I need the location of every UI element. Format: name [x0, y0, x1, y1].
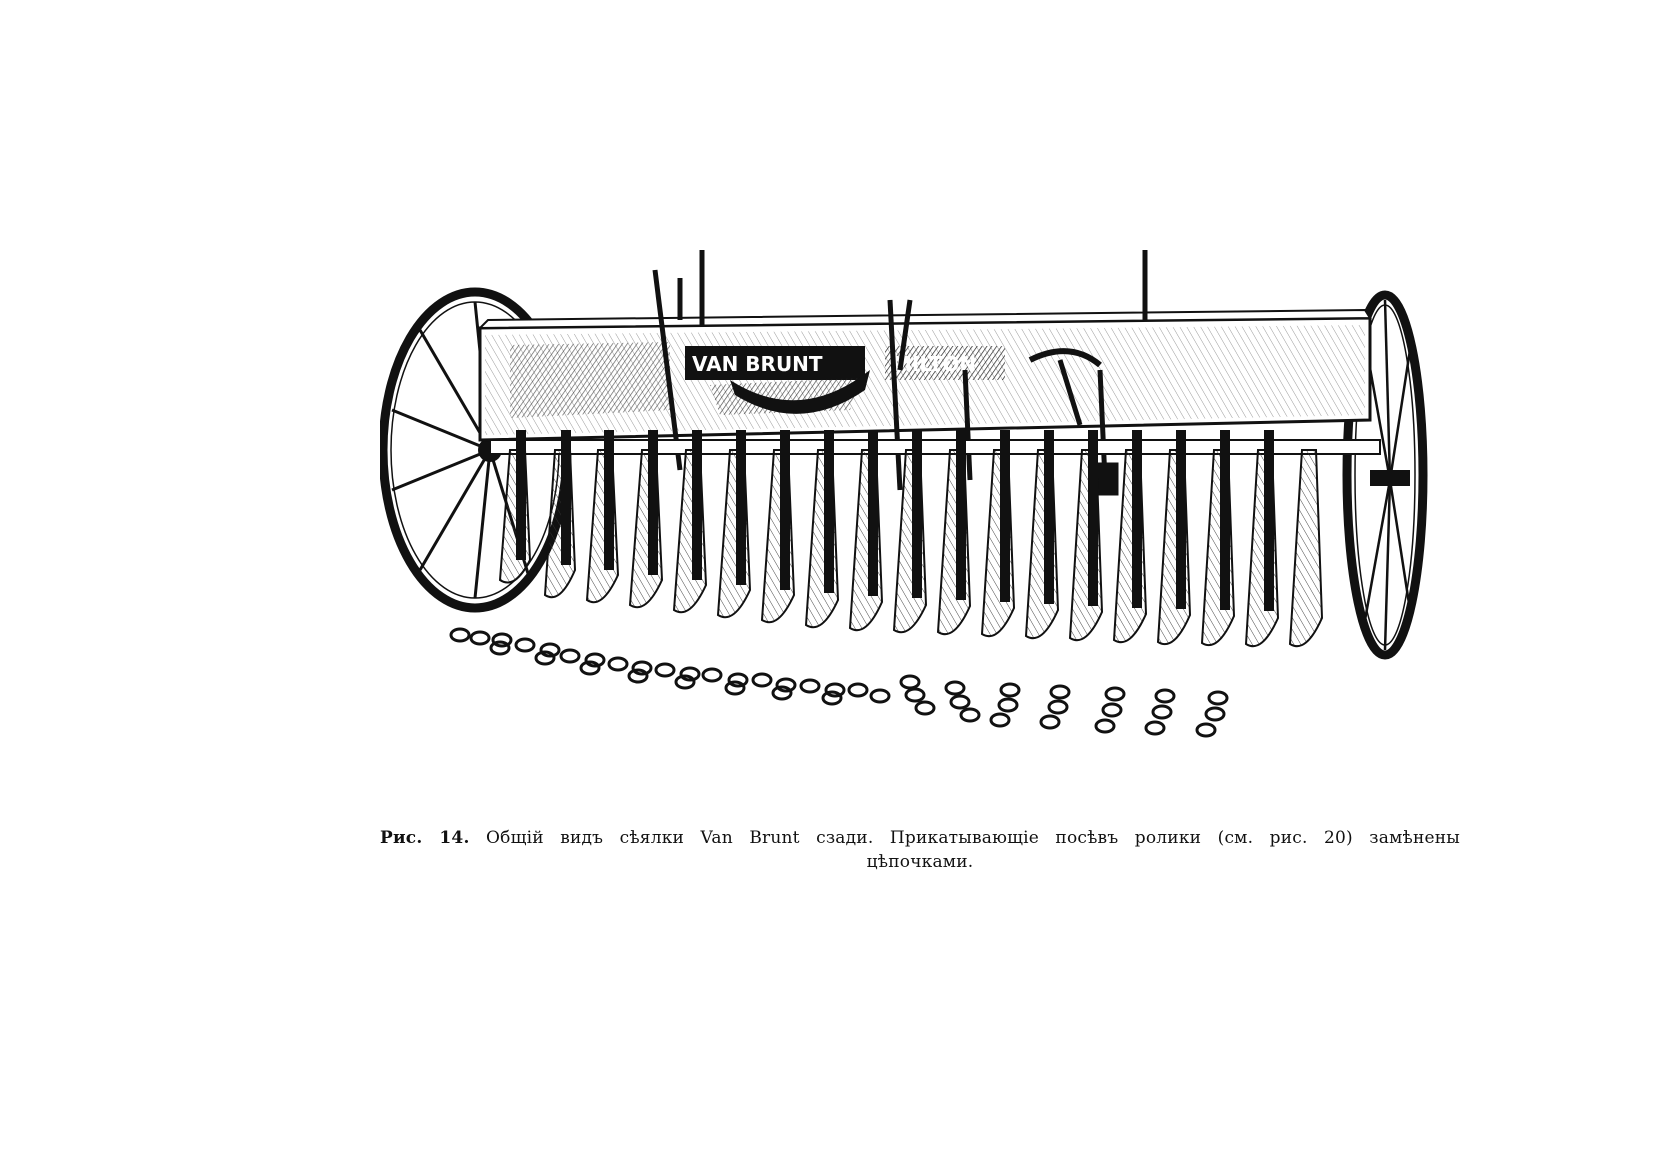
- hopper-lettering-right: MILTON: [892, 352, 976, 376]
- driver-seat: [730, 370, 870, 414]
- figure-number: Рис. 14.: [380, 828, 470, 848]
- seed-drill-drawing: VAN BRUNT MILTON: [380, 250, 1428, 738]
- caption-line-1: Рис. 14. Общій видъ сѣялки Van Brunt сза…: [380, 826, 1460, 850]
- seed-drill-illustration: VAN BRUNT MILTON: [380, 250, 1450, 750]
- right-wheel: [1342, 290, 1428, 660]
- control-levers: [652, 250, 1148, 496]
- hopper-lettering: VAN BRUNT: [692, 352, 823, 376]
- furrow-openers: [498, 430, 1324, 648]
- drag-chains: [449, 627, 1229, 738]
- caption-text-1: Общій видъ сѣялки Van Brunt сзади. Прика…: [486, 828, 1461, 848]
- axle-bar: [489, 439, 1381, 455]
- seed-hopper: VAN BRUNT MILTON: [477, 308, 1372, 442]
- figure-caption: Рис. 14. Общій видъ сѣялки Van Brunt сза…: [380, 826, 1460, 874]
- caption-line-2: цѣпочками.: [866, 852, 974, 872]
